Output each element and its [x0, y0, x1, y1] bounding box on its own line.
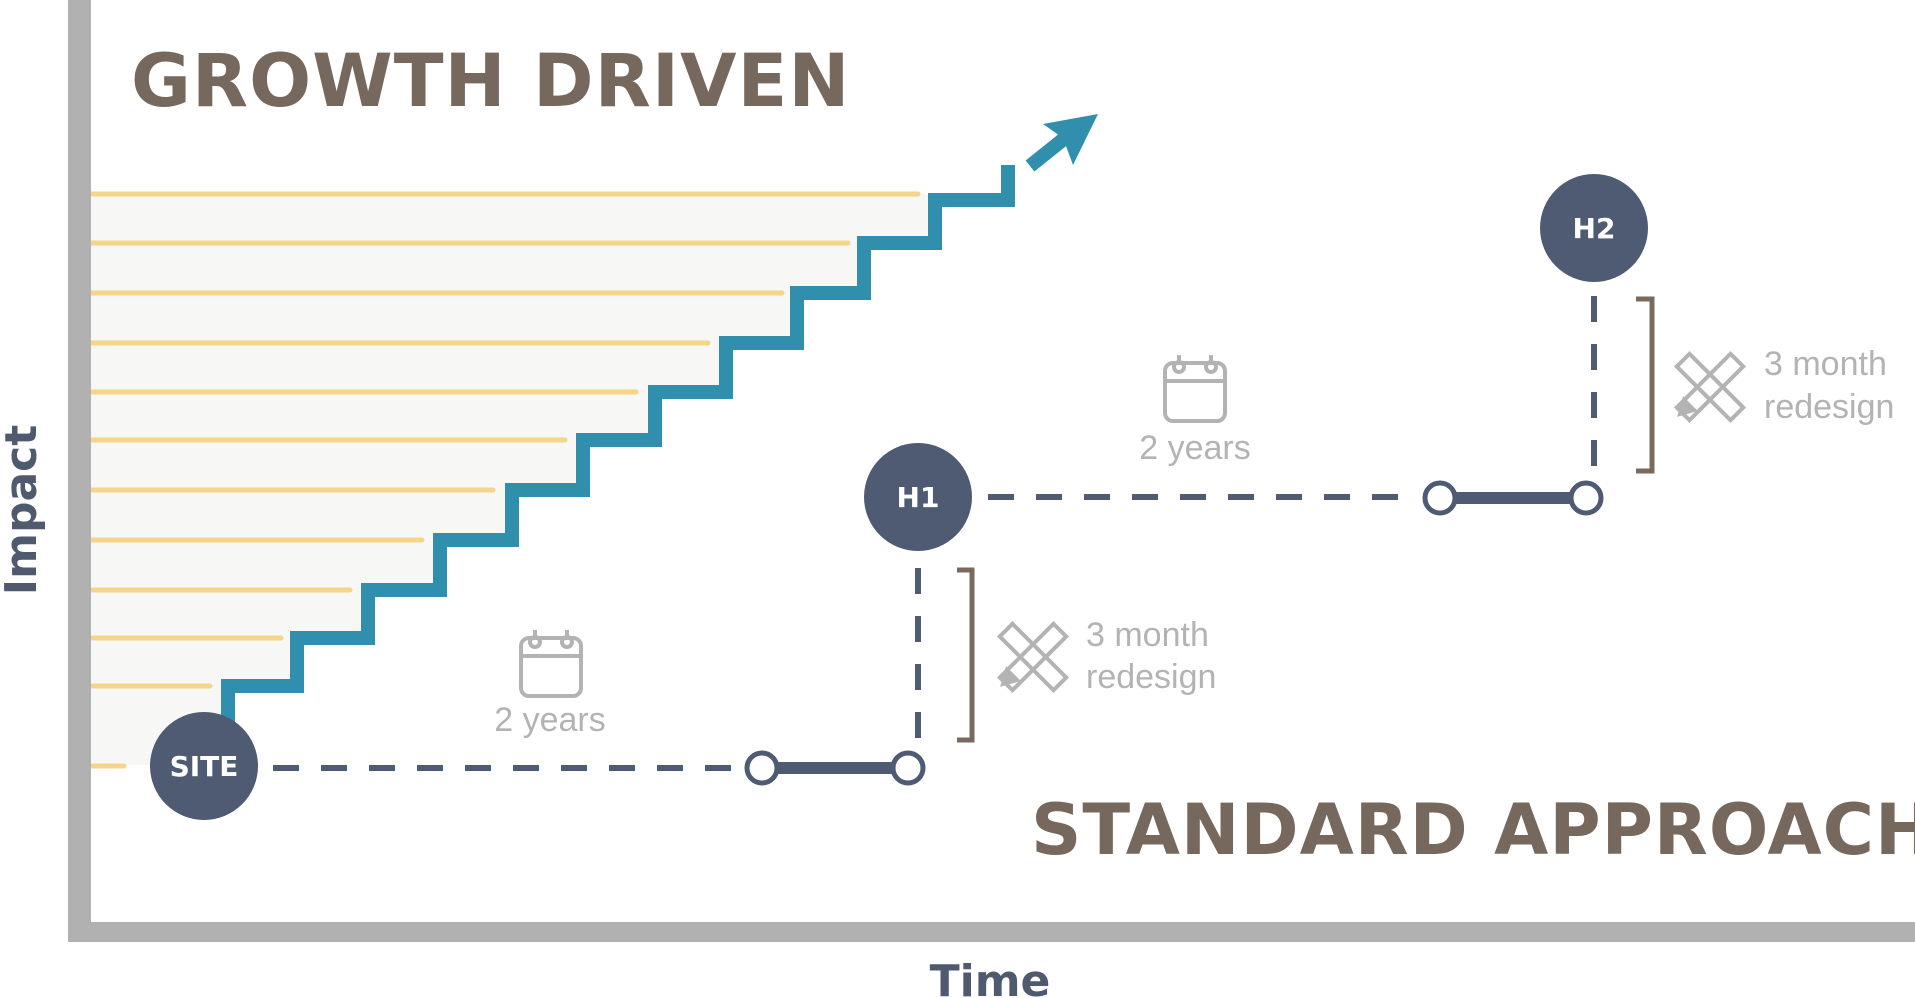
growth-area — [90, 194, 935, 765]
h2-node: H2 — [1540, 174, 1648, 282]
calendar-icon — [1163, 355, 1227, 423]
redesign-label-first-line2: redesign — [1086, 658, 1216, 696]
h1-node-label: H1 — [897, 481, 940, 514]
x-axis-label: Time — [930, 956, 1051, 998]
standard-approach-title: STANDARD APPROACH — [1031, 789, 1915, 871]
redesign-bar-first — [744, 750, 926, 786]
y-axis-label: Impact — [0, 425, 47, 596]
redesign-bracket-second — [1636, 296, 1655, 474]
standard-connectors — [273, 296, 1597, 771]
h1-node: H1 — [864, 443, 972, 551]
calendar-icon — [519, 630, 583, 698]
site-node: SITE — [150, 712, 258, 820]
pencil-ruler-icon — [1673, 350, 1747, 424]
growth-lines — [89, 191, 921, 769]
y-axis — [68, 0, 91, 942]
arrow-up-right-icon — [1025, 114, 1098, 172]
redesign-label-second-line1: 3 month — [1764, 345, 1887, 383]
site-node-label: SITE — [170, 750, 239, 783]
pencil-ruler-icon — [996, 620, 1070, 694]
growth-driven-title: GROWTH DRIVEN — [131, 39, 850, 124]
redesign-label-first-line1: 3 month — [1086, 616, 1209, 654]
growth-staircase — [221, 165, 1015, 740]
redesign-bracket-first — [957, 567, 975, 743]
duration-label-second: 2 years — [1139, 429, 1251, 467]
x-axis — [68, 922, 1915, 942]
duration-label-first: 2 years — [494, 701, 606, 739]
redesign-bar-second — [1422, 480, 1604, 516]
h2-node-label: H2 — [1573, 212, 1616, 245]
redesign-label-second-line2: redesign — [1764, 388, 1894, 426]
